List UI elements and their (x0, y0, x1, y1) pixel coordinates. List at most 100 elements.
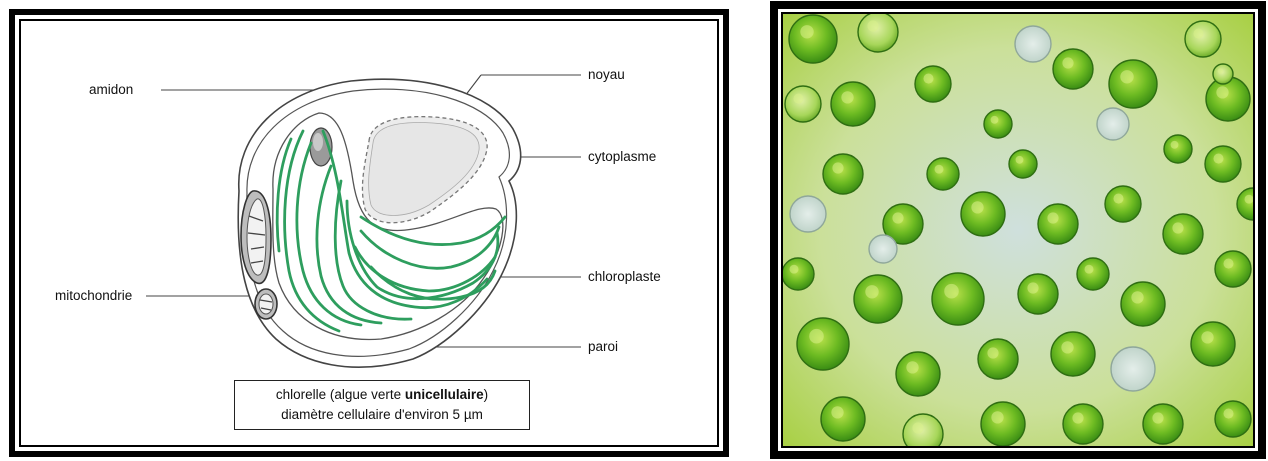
chlorella-cell (1077, 258, 1109, 290)
chlorella-cell (789, 15, 837, 63)
cell-highlight (906, 361, 918, 373)
cell-highlight (944, 284, 959, 299)
chlorella-cell (915, 66, 951, 102)
cell-highlight (1171, 141, 1179, 149)
chlorella-cell (1185, 21, 1221, 57)
chlorella-cell (783, 258, 814, 290)
cell-highlight (1172, 222, 1183, 233)
chlorella-micrograph (783, 14, 1253, 446)
cell-highlight (1016, 156, 1024, 164)
chlorella-cell (823, 154, 863, 194)
chlorella-cell (854, 275, 902, 323)
chlorella-cell (1038, 204, 1078, 244)
chlorella-cell (978, 339, 1018, 379)
chlorella-cell (1163, 214, 1203, 254)
cell-highlight (790, 265, 799, 274)
chlorella-cell (1215, 251, 1251, 287)
cell-highlight (1062, 57, 1073, 68)
chlorella-cell (831, 82, 875, 126)
cell-highlight (831, 406, 843, 418)
caption-suffix: ) (484, 387, 489, 402)
label-cytoplasme: cytoplasme (588, 150, 656, 164)
chlorella-cell (1121, 282, 1165, 326)
label-amidon: amidon (89, 83, 133, 97)
label-mitochondrie: mitochondrie (55, 289, 132, 303)
cell-highlight (809, 329, 824, 344)
chlorella-cell (1109, 60, 1157, 108)
chlorella-cell (961, 192, 1005, 236)
diagram-frame: amidon noyau cytoplasme mitochondrie chl… (15, 15, 723, 451)
chlorella-cell (981, 402, 1025, 446)
chlorella-cell (1213, 64, 1233, 84)
cell-highlight (800, 25, 813, 38)
chlorella-cell (821, 397, 865, 441)
chlorella-cell (1215, 401, 1251, 437)
chlorella-cell (785, 86, 821, 122)
cell-highlight (1113, 194, 1123, 204)
cell-highlight (987, 347, 998, 358)
micrograph-panel (770, 1, 1266, 459)
label-paroi: paroi (588, 340, 618, 354)
chlorella-cell (927, 158, 959, 190)
cell-highlight (892, 212, 903, 223)
cell-highlight (865, 285, 878, 298)
cell-highlight (1152, 412, 1163, 423)
chlorella-cell (790, 196, 826, 232)
cell-highlight (1201, 331, 1213, 343)
chlorella-cell (869, 235, 897, 263)
chlorella-cell (1018, 274, 1058, 314)
chlorella-cell (1191, 322, 1235, 366)
cell-highlight (1120, 70, 1133, 83)
chlorella-cell (1205, 146, 1241, 182)
caption-line-1: chlorelle (algue verte unicellulaire) (235, 385, 529, 405)
cell-highlight (1223, 259, 1233, 269)
chlorella-cell (1009, 150, 1037, 178)
cell-highlight (1213, 154, 1223, 164)
chlorella-cell (1164, 135, 1192, 163)
chlorella-cell (984, 110, 1012, 138)
cell-highlight (923, 74, 933, 84)
cell-highlight (1223, 409, 1233, 419)
caption-prefix: chlorelle (algue verte (276, 387, 405, 402)
chlorella-cell (1015, 26, 1051, 62)
label-chloroplaste: chloroplaste (588, 270, 661, 284)
cell-highlight (1027, 282, 1038, 293)
cell-highlight (971, 201, 983, 213)
caption-box: chlorelle (algue verte unicellulaire) di… (234, 380, 530, 430)
cell-highlight (793, 94, 803, 104)
chlorella-cell (858, 14, 898, 52)
cell-highlight (841, 91, 853, 103)
cell-highlight (912, 422, 923, 433)
chlorella-cell (1111, 347, 1155, 391)
micrograph-frame (778, 9, 1258, 451)
cell-highlight (1061, 341, 1073, 353)
micrograph-canvas (781, 12, 1255, 448)
cell-highlight (1072, 412, 1083, 423)
diagram-canvas: amidon noyau cytoplasme mitochondrie chl… (19, 19, 719, 447)
label-noyau: noyau (588, 68, 625, 82)
chlorella-cell (797, 318, 849, 370)
cell-highlight (991, 411, 1003, 423)
chlorella-cell (1143, 404, 1183, 444)
cell-highlight (991, 116, 999, 124)
chlorella-cell (1097, 108, 1129, 140)
caption-line-2: diamètre cellulaire d'environ 5 µm (235, 405, 529, 425)
cell-highlight (1085, 265, 1094, 274)
chlorella-cell (1063, 404, 1103, 444)
cell-highlight (867, 20, 878, 31)
caption-bold: unicellulaire (405, 387, 484, 402)
chlorella-cell (1105, 186, 1141, 222)
cell-highlight (1131, 291, 1143, 303)
chlorella-cell (896, 352, 940, 396)
chlorella-cell (932, 273, 984, 325)
cell-highlight (1216, 86, 1228, 98)
chlorella-cell (1051, 332, 1095, 376)
chlorella-cell (1206, 77, 1250, 121)
cell-highlight (832, 162, 843, 173)
chlorella-cell (1053, 49, 1093, 89)
cell-highlight (1047, 212, 1058, 223)
cell-highlight (1218, 68, 1224, 74)
cell-highlight (1193, 29, 1203, 39)
cell-highlight (935, 165, 944, 174)
diagram-panel: amidon noyau cytoplasme mitochondrie chl… (9, 9, 729, 457)
